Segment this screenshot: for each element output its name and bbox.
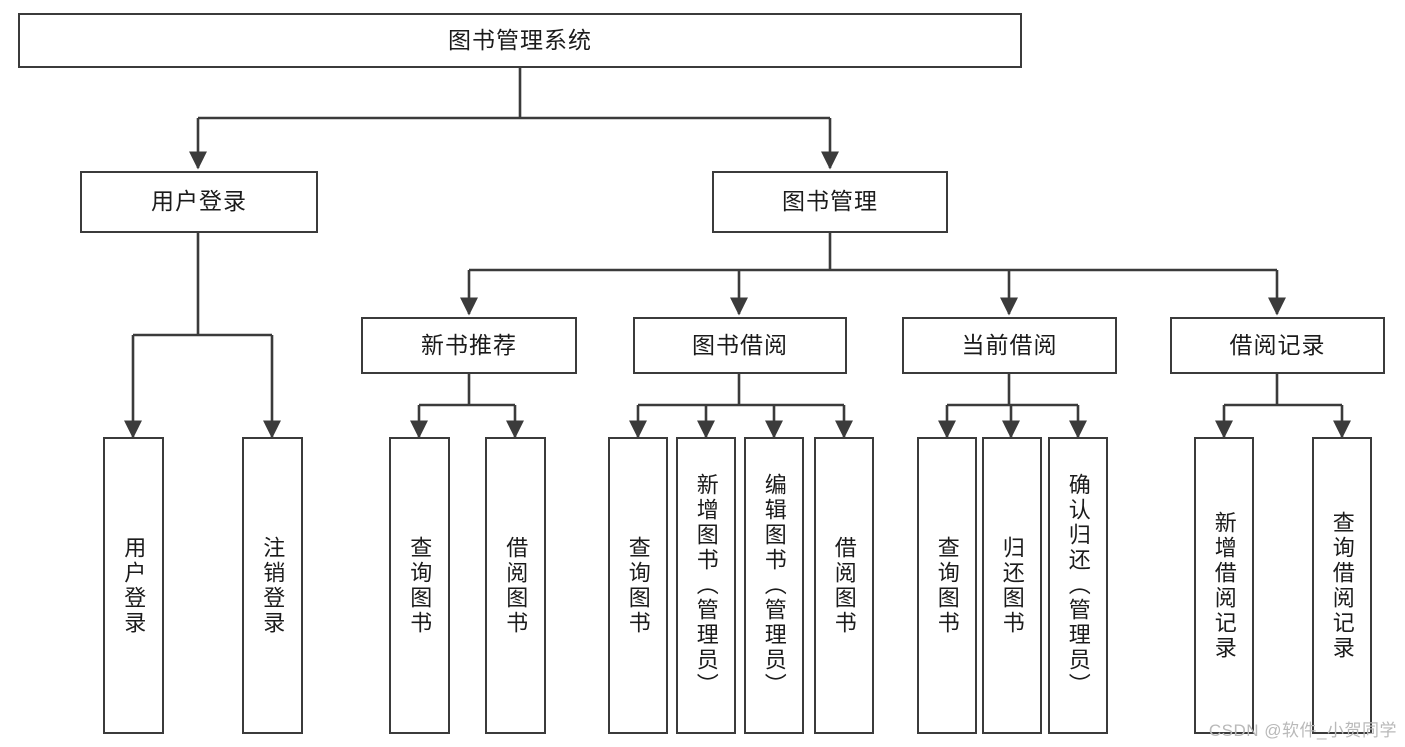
node-leaf-confirm-return[interactable]: 确认归还（管理员） (1048, 437, 1108, 734)
node-new-book-recommend[interactable]: 新书推荐 (361, 317, 577, 374)
node-leaf-return-book[interactable]: 归还图书 (982, 437, 1042, 734)
node-leaf-query-book-2[interactable]: 查询图书 (608, 437, 668, 734)
node-leaf-query-record[interactable]: 查询借阅记录 (1312, 437, 1372, 734)
watermark: CSDN @软件_小贺同学 (1208, 721, 1397, 740)
node-leaf-confirm-return-label: 确认归还（管理员） (1065, 473, 1091, 698)
node-current-borrow-label: 当前借阅 (961, 331, 1058, 358)
node-leaf-add-record[interactable]: 新增借阅记录 (1194, 437, 1254, 734)
node-leaf-return-book-label: 归还图书 (999, 535, 1025, 636)
node-leaf-add-record-label: 新增借阅记录 (1211, 510, 1237, 661)
node-leaf-add-book-label: 新增图书（管理员） (693, 473, 719, 698)
node-new-book-recommend-label: 新书推荐 (421, 331, 517, 358)
node-leaf-query-book-1-label: 查询图书 (407, 535, 433, 636)
node-leaf-add-book[interactable]: 新增图书（管理员） (676, 437, 736, 734)
node-current-borrow[interactable]: 当前借阅 (902, 317, 1117, 374)
node-book-borrow-label: 图书借阅 (692, 331, 788, 358)
node-user-login[interactable]: 用户登录 (80, 171, 318, 233)
node-leaf-user-login-label: 用户登录 (121, 535, 147, 636)
node-leaf-borrow-book-2[interactable]: 借阅图书 (814, 437, 874, 734)
node-leaf-query-book-1[interactable]: 查询图书 (389, 437, 450, 734)
node-leaf-edit-book-label: 编辑图书（管理员） (761, 473, 787, 698)
node-leaf-logout[interactable]: 注销登录 (242, 437, 303, 734)
node-borrow-record[interactable]: 借阅记录 (1170, 317, 1385, 374)
node-leaf-user-login[interactable]: 用户登录 (103, 437, 164, 734)
node-leaf-borrow-book-1-label: 借阅图书 (503, 535, 529, 636)
node-root[interactable]: 图书管理系统 (18, 13, 1022, 68)
node-book-borrow[interactable]: 图书借阅 (633, 317, 847, 374)
node-leaf-borrow-book-2-label: 借阅图书 (831, 535, 857, 636)
node-leaf-query-book-2-label: 查询图书 (625, 535, 651, 636)
node-root-label: 图书管理系统 (448, 26, 592, 53)
node-leaf-query-book-3[interactable]: 查询图书 (917, 437, 977, 734)
node-book-management[interactable]: 图书管理 (712, 171, 948, 233)
node-leaf-query-record-label: 查询借阅记录 (1329, 510, 1355, 661)
node-book-management-label: 图书管理 (782, 188, 878, 215)
node-leaf-borrow-book-1[interactable]: 借阅图书 (485, 437, 546, 734)
node-leaf-edit-book[interactable]: 编辑图书（管理员） (744, 437, 804, 734)
node-leaf-query-book-3-label: 查询图书 (934, 535, 960, 636)
node-leaf-logout-label: 注销登录 (260, 535, 286, 636)
node-user-login-label: 用户登录 (151, 188, 247, 215)
node-borrow-record-label: 借阅记录 (1229, 331, 1326, 358)
